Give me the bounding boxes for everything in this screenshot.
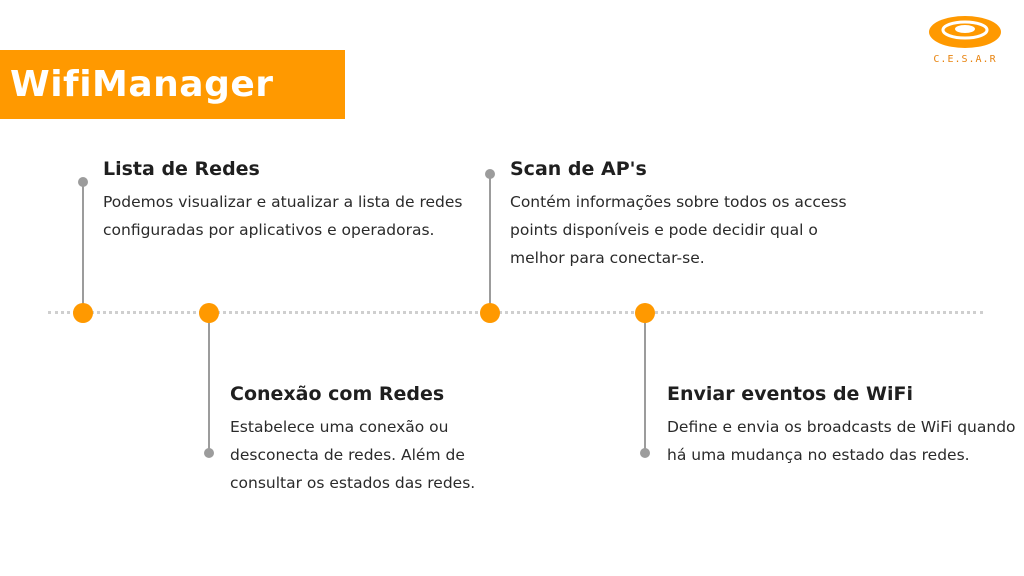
timeline-stem [82, 183, 84, 311]
timeline-stem [644, 313, 646, 453]
card-title: Scan de AP's [510, 158, 647, 180]
cesar-logo: C.E.S.A.R [920, 12, 1010, 72]
page-title: WifiManager [10, 64, 274, 105]
timeline-node [635, 303, 655, 323]
timeline-stem-end [640, 448, 650, 458]
card-title: Conexão com Redes [230, 383, 445, 405]
timeline-card-lista-de-redes: Lista de Redes Podemos visualizar e atua… [103, 158, 463, 244]
timeline-stem-end [485, 169, 495, 179]
timeline-stem [489, 175, 491, 311]
timeline-card-conexao-com-redes: Conexão com Redes Estabelece uma conexão… [230, 383, 530, 497]
timeline-line [48, 311, 983, 314]
title-banner: WifiManager [0, 50, 345, 119]
card-title: Lista de Redes [103, 158, 260, 180]
card-title: Enviar eventos de WiFi [667, 383, 914, 405]
cesar-logo-icon [929, 16, 1001, 48]
timeline-node [199, 303, 219, 323]
timeline-card-scan-de-aps: Scan de AP's Contém informações sobre to… [510, 158, 855, 272]
timeline-card-enviar-eventos-de-wifi: Enviar eventos de WiFi Define e envia os… [667, 383, 1017, 469]
card-description: Podemos visualizar e atualizar a lista d… [103, 193, 463, 239]
timeline-stem [208, 313, 210, 453]
card-description: Contém informações sobre todos os access… [510, 193, 847, 267]
card-description: Estabelece uma conexão ou desconecta de … [230, 418, 476, 492]
logo-text: C.E.S.A.R [933, 54, 997, 65]
timeline-node [73, 303, 93, 323]
timeline-stem-end [204, 448, 214, 458]
timeline-node [480, 303, 500, 323]
timeline-stem-end [78, 177, 88, 187]
card-description: Define e envia os broadcasts de WiFi qua… [667, 418, 1016, 464]
